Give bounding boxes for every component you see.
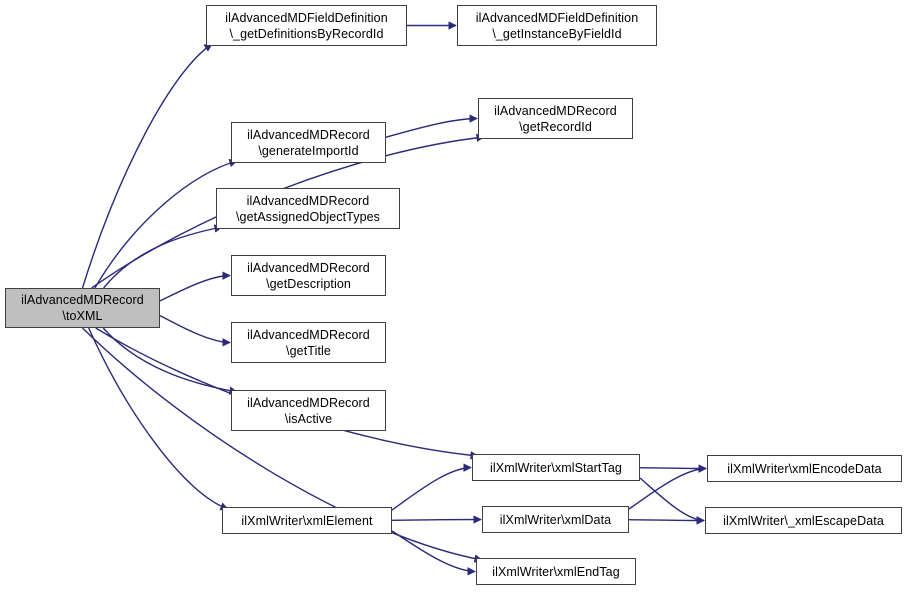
- graph-edge-toxml-to-isactive: [102, 327, 238, 395]
- graph-node-xmlelement[interactable]: ilXmlWriter\xmlElement: [222, 507, 392, 534]
- graph-node-xmldata[interactable]: ilXmlWriter\xmlData: [482, 506, 629, 533]
- graph-node-xmlendtag[interactable]: ilXmlWriter\xmlEndTag: [476, 558, 636, 585]
- graph-node-gettitle[interactable]: ilAdvancedMDRecord \getTitle: [231, 322, 386, 363]
- graph-node-getinstancebyfieldid[interactable]: ilAdvancedMDFieldDefinition \_getInstanc…: [457, 5, 657, 46]
- graph-node-label: ilAdvancedMDRecord \getRecordId: [494, 103, 617, 134]
- graph-node-label: ilXmlWriter\_xmlEscapeData: [723, 513, 884, 528]
- graph-node-getrecordid[interactable]: ilAdvancedMDRecord \getRecordId: [478, 98, 633, 139]
- graph-edge-toxml-to-getdefinitionsbyrecordid: [81, 43, 213, 289]
- graph-node-getdefinitionsbyrecordid[interactable]: ilAdvancedMDFieldDefinition \_getDefinit…: [206, 5, 407, 46]
- graph-edge-toxml-to-getassignedobjecttypes: [103, 224, 223, 289]
- graph-edge-toxml-to-xmlelement: [88, 327, 229, 511]
- graph-edge-xmlstarttag-to-xmlencodedata: [639, 464, 707, 473]
- graph-node-toxml[interactable]: ilAdvancedMDRecord \toXML: [5, 288, 160, 328]
- graph-node-label: ilAdvancedMDRecord \getAssignedObjectTyp…: [235, 193, 381, 224]
- graph-node-label: ilAdvancedMDRecord \getTitle: [247, 327, 370, 358]
- graph-edge-xmlelement-to-xmlendtag: [391, 530, 476, 576]
- graph-node-label: ilXmlWriter\xmlEndTag: [492, 564, 620, 579]
- graph-node-xmlstarttag[interactable]: ilXmlWriter\xmlStartTag: [472, 454, 640, 481]
- graph-node-getassignedobjecttypes[interactable]: ilAdvancedMDRecord \getAssignedObjectTyp…: [216, 188, 400, 229]
- graph-node-getdescription[interactable]: ilAdvancedMDRecord \getDescription: [231, 255, 386, 296]
- graph-edge-xmlstarttag-to-xmlescapedata: [639, 477, 705, 525]
- graph-node-label: ilAdvancedMDFieldDefinition \_getInstanc…: [475, 10, 639, 41]
- graph-node-generateimportid[interactable]: ilAdvancedMDRecord \generateImportId: [231, 122, 386, 163]
- graph-edge-generateimportid-to-getrecordid: [385, 114, 478, 138]
- graph-edge-toxml-to-gettitle: [159, 314, 231, 347]
- graph-node-xmlencodedata[interactable]: ilXmlWriter\xmlEncodeData: [707, 455, 902, 482]
- graph-node-label: ilAdvancedMDRecord \generateImportId: [247, 127, 370, 158]
- graph-node-label: ilXmlWriter\xmlEncodeData: [727, 461, 882, 476]
- graph-node-label: ilAdvancedMDRecord \isActive: [247, 395, 370, 426]
- graph-node-label: ilAdvancedMDFieldDefinition \_getDefinit…: [225, 10, 388, 41]
- graph-edge-toxml-to-getdescription: [159, 271, 231, 302]
- graph-node-xmlescapedata[interactable]: ilXmlWriter\_xmlEscapeData: [705, 507, 902, 534]
- graph-node-label: ilXmlWriter\xmlElement: [241, 513, 373, 528]
- graph-node-label: ilXmlWriter\xmlData: [499, 512, 612, 527]
- graph-edge-xmldata-to-xmlescapedata: [628, 516, 705, 525]
- graph-edge-xmldata-to-xmlencodedata: [628, 464, 707, 510]
- graph-node-label: ilXmlWriter\xmlStartTag: [490, 460, 622, 475]
- graph-node-isactive[interactable]: ilAdvancedMDRecord \isActive: [231, 390, 386, 431]
- graph-node-label: ilAdvancedMDRecord \toXML: [21, 293, 144, 323]
- graph-edge-xmlelement-to-xmlstarttag: [391, 463, 472, 511]
- graph-node-label: ilAdvancedMDRecord \getDescription: [247, 260, 370, 291]
- graph-edge-xmlelement-to-xmldata: [391, 515, 482, 524]
